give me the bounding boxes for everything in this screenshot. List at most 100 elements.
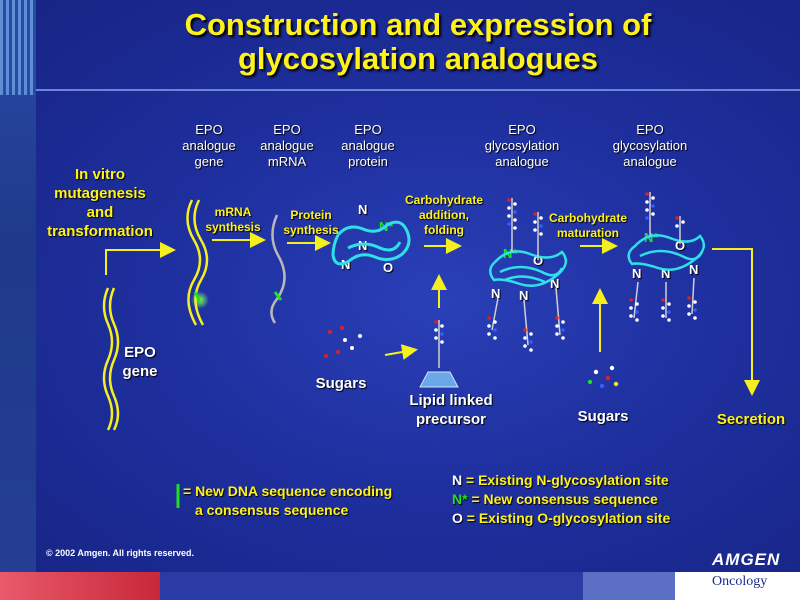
site-n-analogue2-right: N [689,262,699,277]
sugar-dot [507,214,511,218]
sugar-dot [440,340,444,344]
sugar-dot [687,304,691,308]
sugar-dot [539,232,543,236]
sugar-dot [529,348,533,352]
sugar-dot [635,310,639,314]
sugar-dot [635,318,639,322]
site-o-analogue2: O [675,238,686,253]
sugar-dot [661,314,665,318]
sugar-dot [539,224,543,228]
sugar-dot [561,336,565,340]
oncology-label: Oncology [712,574,768,589]
sugar-dot [434,328,438,332]
sugar-dot [440,324,444,328]
sugar-dot [693,316,697,320]
sugar-dot [675,224,679,228]
legend-sites: N = Existing N-glycosylation site N* = N… [452,472,671,526]
bottom-bar-red [0,572,160,600]
sugar-dot [667,310,671,314]
sugar-dot [635,302,639,306]
sugar-dot [629,298,633,302]
sugar-dot [533,220,537,224]
bottom-bar-white [675,572,800,600]
sugar-dot [434,336,438,340]
sugar-dot [667,302,671,306]
sugar-dot [493,320,497,324]
sugar-dot [434,320,438,324]
sugar-dot [513,202,517,206]
site-n-analogue2-left: N [632,266,642,281]
sugar-dot [487,324,491,328]
site-o-analogue1: O [533,253,544,268]
sugar-chains [324,192,697,389]
lipid-precursor-shape [419,320,459,388]
sugar-dot [529,332,533,336]
label-sugars-1: Sugars [315,375,367,392]
sugar-dot [487,332,491,336]
site-o-protein: O [383,260,394,275]
sugar-dot [651,204,655,208]
sugar-dot [440,332,444,336]
sugar-dot [555,332,559,336]
glycosylation-analogue-2 [627,192,706,319]
sugar-dot [507,206,511,210]
mrna-strand [270,214,286,324]
epo-gene-helix [102,287,120,431]
sugar-dot [513,226,517,230]
sugar-dot [667,318,671,322]
sugar-dot [693,308,697,312]
copyright-text: © 2002 Amgen. All rights reserved. [46,548,195,558]
slide-title: Construction and expression of glycosyla… [36,8,800,76]
sugar-dot [645,208,649,212]
site-nstar-analogue2: N* [644,230,659,245]
sugar-dot [555,316,559,320]
mutagenesis-arrow [105,242,176,275]
sugar-dot [507,198,511,202]
free-sugar-dot [350,346,354,350]
sugar-dot [645,192,649,196]
sugar-dot [681,220,685,224]
sugar-dot [629,314,633,318]
analogue-gene-helix [186,199,209,326]
sugar-dot [693,300,697,304]
sugar-dot [645,216,649,220]
sugar-dot [529,340,533,344]
site-n-analogue1-left: N [491,286,501,301]
sugar-dot [533,228,537,232]
sugar-dot [687,312,691,316]
free-sugar-dot [605,375,611,381]
title-divider [36,89,800,91]
sugar-dot [629,306,633,310]
site-n-analogue1-mid: N [519,288,529,303]
free-sugar-dot [593,369,599,375]
free-sugar-dot [336,350,340,354]
glycosylation-analogue-1 [489,198,568,346]
sugar-dot [555,324,559,328]
site-n-analogue2-mid: N [661,266,671,281]
sugar-dot [561,328,565,332]
sugar-dot [675,216,679,220]
arrow-secretion [712,248,760,396]
legend-dna: = New DNA sequence encoding a consensus … [183,483,393,518]
sugar-dot [561,320,565,324]
free-sugar-dot [599,383,605,389]
sugar-dot [493,328,497,332]
free-sugar-dot [343,338,347,342]
protein-coil [331,220,411,266]
label-sugars-2: Sugars [577,408,629,425]
free-sugar-dot [609,365,615,371]
title-line-2: glycosylation analogues [237,41,599,76]
free-sugar-dot [328,330,332,334]
sugar-dot [645,200,649,204]
free-sugar-dot [587,379,593,385]
sugar-dot [651,196,655,200]
site-n-analogue1-right: N [550,276,560,291]
title-line-1: Construction and expression of [184,7,652,42]
